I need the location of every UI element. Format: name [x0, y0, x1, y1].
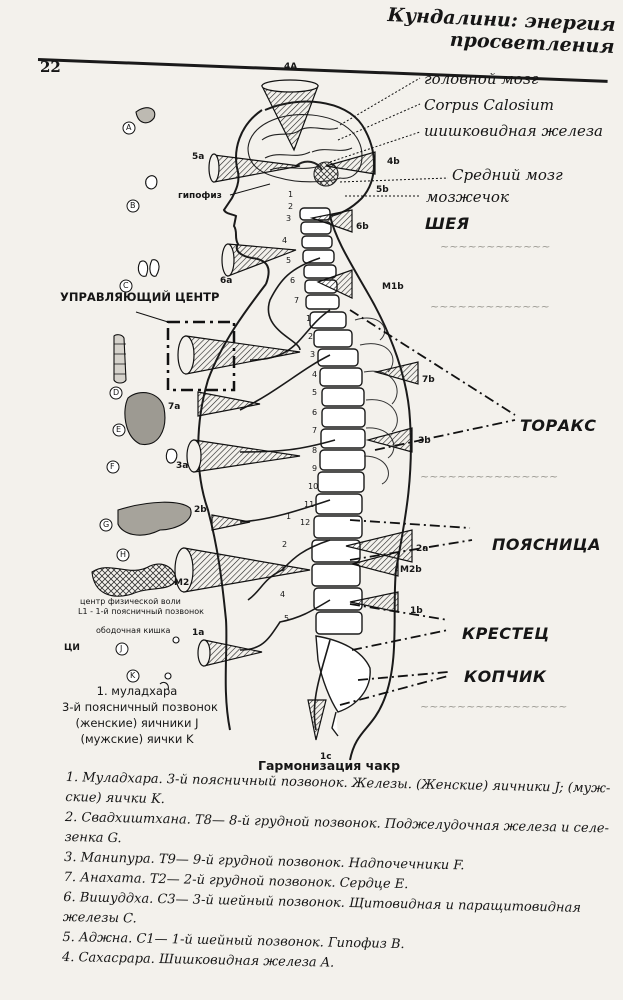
chakra-legend: 1. Муладхара. 3-й поясничный позвонок. Ж…: [62, 768, 621, 980]
label-will-center-line1: центр физической воли: [80, 597, 181, 606]
cone-label: 6b: [356, 222, 369, 232]
organ-drawings: [91, 107, 192, 691]
label-pineal-gland: шишковидная железа: [424, 122, 603, 140]
label-control-center: УПРАВЛЯЮЩИЙ ЦЕНТР: [60, 290, 220, 304]
region-guide-lines: [339, 309, 516, 706]
organ-letter: K: [130, 671, 136, 680]
cone-label: 5b: [376, 185, 389, 195]
vertebra-number: 6: [290, 276, 296, 285]
region-label-sacrum: КРЕСТЕЦ: [462, 624, 550, 643]
vertebra-number: 10: [308, 482, 319, 491]
organ-letter: J: [120, 644, 123, 653]
vertebra-number: 8: [312, 446, 318, 455]
bleed-through-text: ~~~~~~~~~~~~: [440, 240, 551, 253]
cone-label: 4b: [387, 157, 400, 167]
spine-column: [299, 207, 371, 737]
region-label-thorax: ТОРАКС: [520, 416, 597, 435]
cone-label: M2b: [400, 565, 422, 575]
vertebra-number: 1: [306, 314, 312, 323]
label-brain: головной мозг: [424, 70, 539, 88]
vertebra-number: 5: [312, 388, 318, 397]
page-number: 22: [40, 58, 61, 76]
muladhara-line: (женские) яичники J: [75, 716, 199, 730]
cone-label: 5a: [192, 152, 205, 162]
vertebra-number: 7: [312, 426, 318, 435]
muladhara-line: (мужские) яички K: [80, 732, 194, 746]
label-corpus-calosium: Corpus Calosium: [424, 96, 555, 114]
organ-letter: G: [103, 520, 110, 529]
cone-label: 1a: [192, 628, 205, 638]
organ-letter: D: [113, 388, 120, 397]
organ-letter: B: [130, 201, 136, 210]
vertebra-number: 2: [288, 202, 294, 211]
vertebra-number: 4: [280, 590, 286, 599]
organ-letter: A: [126, 123, 132, 132]
label-pituitary: гипофиз: [178, 191, 222, 201]
organ-letter: H: [120, 550, 127, 559]
brain-drawing: [247, 114, 363, 187]
vertebra-number: 12: [300, 518, 311, 527]
region-label-lumbar: ПОЯСНИЦА: [492, 535, 602, 554]
label-cerebellum: мозжечок: [426, 188, 509, 206]
label-midbrain: Средний мозг: [452, 166, 563, 184]
vertebra-number: 11: [304, 500, 315, 509]
vertebra-number: 3: [280, 564, 286, 573]
cone-label: 3b: [418, 436, 431, 446]
region-label-neck: ШЕЯ: [425, 214, 470, 233]
vertebra-number: 1: [288, 190, 294, 199]
organ-letter: E: [116, 425, 122, 434]
region-label-coccyx: КОПЧИК: [464, 667, 547, 686]
vertebra-number: 3: [310, 350, 316, 359]
vertebra-number: 2: [282, 540, 288, 549]
vertebra-number: 4: [312, 370, 318, 379]
label-will-center-line2: L1 - 1-й поясничный позвонок: [78, 607, 204, 616]
cone-label: 4A: [284, 62, 298, 72]
bleed-through-text: ~~~~~~~~~~~~~~~: [420, 470, 559, 483]
bleed-through-text: ~~~~~~~~~~~~~: [430, 300, 550, 313]
muladhara-note: 1. муладхара 3-й поясничный позвонок (же…: [62, 683, 218, 747]
muladhara-line: 1. муладхара: [96, 684, 178, 698]
cone-label: 1b: [410, 606, 423, 616]
vertebra-number: 7: [294, 296, 300, 305]
cone-label: 1c: [320, 752, 332, 762]
label-qi: ЦИ: [64, 643, 80, 653]
vertebra-number: 6: [312, 408, 318, 417]
leader-lines: [329, 77, 449, 197]
cone-label: 3a: [176, 461, 189, 471]
vertebra-number: 2: [308, 332, 314, 341]
cone-label: 7b: [422, 375, 435, 385]
vertebra-number: 5: [284, 614, 290, 623]
control-center-box: [166, 320, 236, 392]
cone-label: 2b: [194, 505, 207, 515]
body-outline: [197, 100, 412, 761]
vertebra-number: 9: [312, 464, 318, 473]
cone-label: M1b: [382, 282, 404, 292]
muladhara-line: 3-й поясничный позвонок: [62, 700, 218, 714]
cone-label: 2a: [416, 544, 429, 554]
cone-label: 7a: [168, 402, 181, 412]
vertebra-number: 1: [286, 512, 292, 521]
cone-label: M2: [174, 578, 190, 588]
chakra-cones: [174, 79, 419, 741]
cone-label: 6a: [220, 276, 233, 286]
organ-letter-circles: [99, 121, 140, 683]
vertebra-number: 5: [286, 256, 292, 265]
organ-letter: F: [110, 462, 115, 471]
figure-caption: Гармонизация чакр: [258, 758, 401, 773]
vertebra-number: 3: [286, 214, 292, 223]
vertebra-number: 4: [282, 236, 288, 245]
organ-letter: C: [123, 281, 129, 290]
bleed-through-text: ~~~~~~~~~~~~~~~~: [420, 700, 568, 713]
label-colon: ободочная кишка: [96, 626, 171, 635]
